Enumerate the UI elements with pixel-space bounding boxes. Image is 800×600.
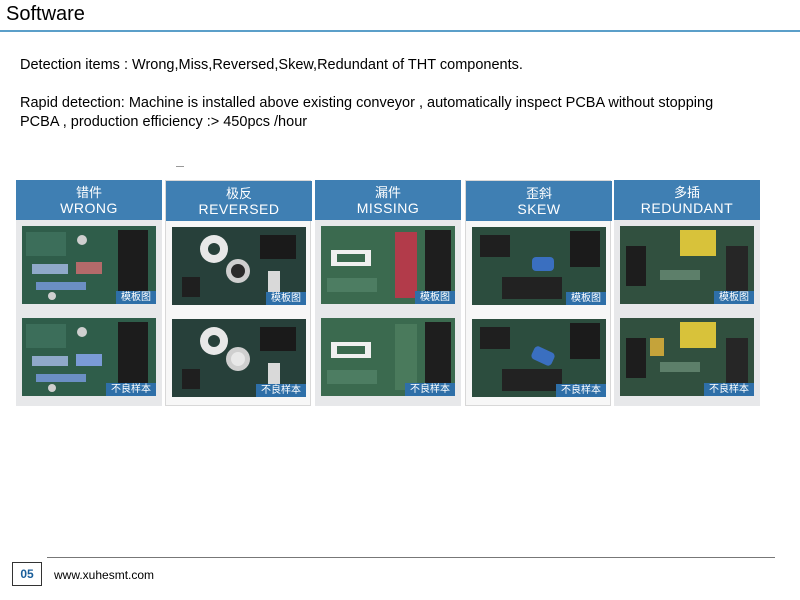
sample-header: 极反 REVERSED [166,181,312,221]
detection-items-text: Detection items : Wrong,Miss,Reversed,Sk… [20,57,523,73]
sample-card-reversed: 极反 REVERSED 模板图 [165,180,312,406]
defect-image: 不良样本 [22,318,156,396]
defect-tag: 不良样本 [704,383,754,396]
footer-divider [47,557,775,558]
sample-card-skew: 歪斜 SKEW 模板图 不良样本 [465,180,612,406]
sample-title-en: MISSING [356,200,420,216]
template-image: 模板图 [472,227,606,305]
defect-image: 不良样本 [472,319,606,397]
sample-card-redundant: 多插 REDUNDANT 模板图 不良样本 [614,180,760,406]
template-image: 模板图 [321,226,455,304]
divider-mark [176,166,184,167]
template-image: 模板图 [22,226,156,304]
rapid-detection-text: Rapid detection: Machine is installed ab… [20,95,714,130]
sample-card-wrong: 错件 WRONG 模板图 [16,180,162,406]
template-tag: 模板图 [116,291,156,304]
sample-title-cn: 错件 [75,185,102,200]
sample-title-cn: 漏件 [374,185,401,200]
website-link[interactable]: www.xuhesmt.com [54,568,155,582]
template-tag: 模板图 [714,291,754,304]
defect-tag: 不良样本 [256,384,306,397]
sample-title-en: SKEW [517,201,561,217]
template-tag: 模板图 [566,292,606,305]
page-title: Software [6,3,85,25]
sample-grid: 错件 WRONG 模板图 [16,180,760,406]
sample-header: 错件 WRONG [16,180,162,220]
title-divider [0,30,800,32]
sample-title-en: REVERSED [198,201,280,217]
sample-card-missing: 漏件 MISSING 模板图 不良样本 [315,180,461,406]
defect-tag: 不良样本 [106,383,156,396]
sample-title-cn: 多插 [673,185,700,200]
page-number: 05 [12,562,42,586]
defect-tag: 不良样本 [556,384,606,397]
defect-tag: 不良样本 [405,383,455,396]
sample-title-cn: 极反 [225,186,252,201]
sample-title-cn: 歪斜 [525,186,552,201]
template-image: 模板图 [172,227,306,305]
defect-image: 不良样本 [620,318,754,396]
sample-title-en: WRONG [60,200,118,216]
template-tag: 模板图 [415,291,455,304]
sample-header: 漏件 MISSING [315,180,461,220]
defect-image: 不良样本 [172,319,306,397]
defect-image: 不良样本 [321,318,455,396]
sample-header: 歪斜 SKEW [466,181,612,221]
template-tag: 模板图 [266,292,306,305]
sample-title-en: REDUNDANT [640,200,734,216]
sample-header: 多插 REDUNDANT [614,180,760,220]
template-image: 模板图 [620,226,754,304]
